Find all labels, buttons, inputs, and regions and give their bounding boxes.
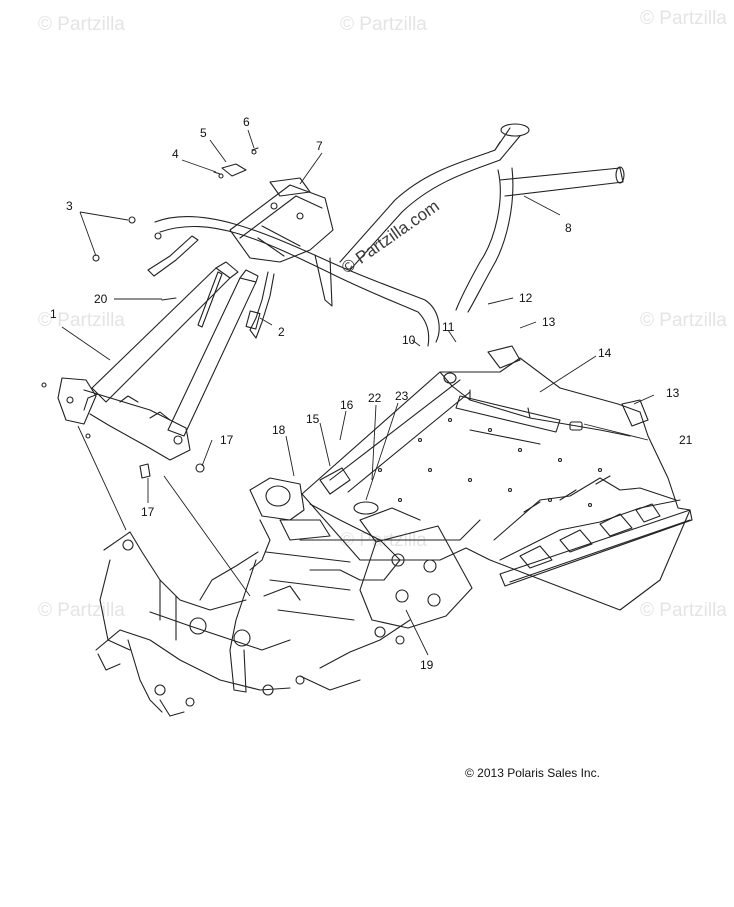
callout-15: 15	[306, 412, 320, 426]
cable-tie	[161, 297, 177, 301]
front-bulkhead	[95, 531, 305, 717]
watermark-bottom-right: © Partzilla	[640, 600, 727, 621]
watermark-top-center: © Partzilla	[340, 14, 427, 35]
callout-20: 20	[94, 292, 108, 306]
leader-lines	[61, 129, 655, 656]
front-upper-tube	[83, 261, 239, 411]
watermark-top-right: © Partzilla	[640, 8, 727, 29]
callout-7: 7	[316, 139, 323, 153]
callout-16: 16	[340, 398, 354, 412]
callout-22: 22	[368, 391, 382, 405]
callout-5: 5	[200, 126, 207, 140]
brace-rod	[197, 271, 223, 328]
callout-17-right: 17	[220, 433, 234, 447]
steering-support-bracket	[229, 177, 334, 307]
callout-23: 23	[395, 389, 409, 403]
callout-6: 6	[243, 115, 250, 129]
callout-10: 10	[402, 333, 416, 347]
tunnel-assembly	[301, 345, 691, 611]
callout-19: 19	[420, 658, 434, 672]
front-mount-bracket	[41, 377, 191, 461]
callout-2: 2	[278, 325, 285, 339]
front-brace-tube	[167, 269, 259, 437]
watermark-mid-right: © Partzilla	[640, 310, 727, 331]
callout-4: 4	[172, 147, 179, 161]
callout-21: 21	[679, 433, 693, 447]
clip-bracket	[221, 163, 247, 177]
callout-13-right: 13	[666, 386, 680, 400]
watermark-top-left: © Partzilla	[38, 14, 125, 35]
running-board	[493, 475, 693, 587]
copyright-text: © 2013 Polaris Sales Inc.	[465, 766, 600, 780]
callout-12: 12	[519, 291, 533, 305]
wire-connector	[249, 271, 275, 339]
chassis-bulkhead	[229, 467, 473, 691]
steering-post-tube	[154, 123, 625, 347]
callout-11: 11	[442, 320, 455, 334]
callout-1: 1	[50, 307, 57, 321]
watermark-mid-left: © Partzilla	[38, 310, 125, 331]
callout-3: 3	[66, 199, 73, 213]
callout-8: 8	[565, 221, 572, 235]
callout-13-top: 13	[542, 315, 556, 329]
harness-link	[147, 235, 199, 277]
callout-18: 18	[272, 423, 286, 437]
callout-14: 14	[598, 346, 612, 360]
callout-17-left: 17	[141, 505, 155, 519]
